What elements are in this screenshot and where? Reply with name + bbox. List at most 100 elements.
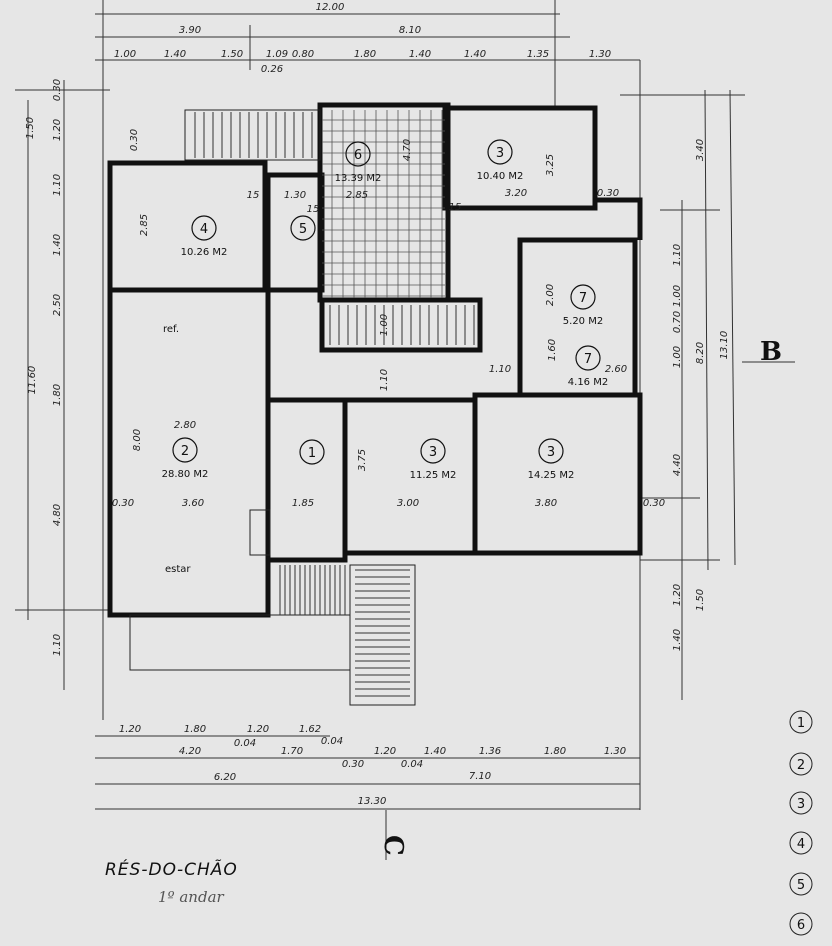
room-area: 14.25 M2 bbox=[528, 470, 575, 481]
dim-right: 0.70 bbox=[672, 311, 683, 333]
dim-interior: 1.30 bbox=[284, 190, 306, 201]
dim-left-outer: 1.50 bbox=[25, 117, 36, 139]
room-area: 11.25 M2 bbox=[410, 470, 457, 481]
dim-interior: 2.85 bbox=[346, 190, 368, 201]
dim-interior: 2.60 bbox=[605, 364, 627, 375]
dim-left: 2.50 bbox=[52, 294, 63, 316]
dim-left: 1.80 bbox=[52, 384, 63, 406]
legend-circle bbox=[789, 752, 813, 776]
dim-interior: 3.60 bbox=[182, 498, 204, 509]
legend-circle bbox=[789, 872, 813, 896]
room-2-1: 2 28.80 M2 bbox=[162, 437, 209, 480]
room-number: 1 bbox=[308, 446, 316, 461]
dim-bottom-small: 0.04 bbox=[234, 738, 256, 749]
section-marker-c: C bbox=[378, 835, 408, 856]
dim-interior: 0.30 bbox=[643, 498, 665, 509]
room-number-circle bbox=[191, 215, 217, 241]
dim-bottom-row2: 1.30 bbox=[604, 746, 626, 757]
dim-right-outer: 13.10 bbox=[719, 331, 730, 360]
room-area: 28.80 M2 bbox=[162, 469, 209, 480]
stair-treads bbox=[194, 112, 475, 697]
room-number: 2 bbox=[181, 444, 189, 459]
dim-interior: 15 bbox=[247, 190, 260, 201]
room-number: 7 bbox=[584, 352, 592, 367]
dim-top-row3: 0.80 bbox=[292, 49, 314, 60]
dim-interior: 8.00 bbox=[132, 429, 143, 451]
dim-bottom-row2: 1.40 bbox=[424, 746, 446, 757]
dim-interior: 3.80 bbox=[535, 498, 557, 509]
room-area: 4.16 M2 bbox=[568, 377, 608, 388]
dim-left-outer: 11.60 bbox=[27, 366, 38, 395]
dim-interior: 1.85 bbox=[292, 498, 314, 509]
dim-interior: 3.75 bbox=[357, 449, 368, 471]
dim-bottom-row2: 1.80 bbox=[544, 746, 566, 757]
dim-top-row3: 1.35 bbox=[527, 49, 549, 60]
room-number: 3 bbox=[496, 146, 504, 161]
dim-right-middle: 8.20 bbox=[695, 342, 706, 364]
dim-bottom-row2: 4.20 bbox=[179, 746, 201, 757]
legend-circle bbox=[789, 912, 813, 936]
dim-bottom-row2: 1.70 bbox=[281, 746, 303, 757]
dim-top-extra: 0.26 bbox=[261, 64, 283, 75]
room-area: 10.26 M2 bbox=[181, 247, 228, 258]
section-marker-b: B bbox=[760, 337, 782, 367]
legend-circle bbox=[789, 831, 813, 855]
dim-bottom-total: 13.30 bbox=[358, 796, 387, 807]
dim-left: 4.80 bbox=[52, 504, 63, 526]
legend-number: 4 bbox=[797, 837, 805, 852]
dim-bottom-row1: 1.20 bbox=[119, 724, 141, 735]
legend-number: 3 bbox=[797, 797, 805, 812]
dim-right: 1.40 bbox=[672, 629, 683, 651]
legend-circle bbox=[789, 710, 813, 734]
dim-interior: 2.00 bbox=[545, 284, 556, 306]
dim-interior: 15 bbox=[307, 204, 320, 215]
dim-interior: 2.85 bbox=[139, 214, 150, 236]
dim-bottom-row2: 1.20 bbox=[374, 746, 396, 757]
dim-left: 0.30 bbox=[52, 79, 63, 101]
legend-number: 2 bbox=[797, 758, 805, 773]
dim-bottom-small: 0.04 bbox=[401, 759, 423, 770]
dim-bottom-row1: 1.20 bbox=[247, 724, 269, 735]
dim-left: 1.40 bbox=[52, 234, 63, 256]
room-label-ref: ref. bbox=[163, 324, 179, 335]
dim-interior: 15 bbox=[449, 202, 462, 213]
dim-left: 1.10 bbox=[52, 174, 63, 196]
dim-top-row2: 8.10 bbox=[399, 25, 421, 36]
room-number-circle bbox=[345, 141, 371, 167]
dim-right-middle: 1.50 bbox=[695, 589, 706, 611]
room-3-4: 3 14.25 M2 bbox=[528, 438, 575, 481]
dim-interior: 0.30 bbox=[129, 129, 140, 151]
room-area: 13.39 M2 bbox=[335, 173, 382, 184]
room-number: 7 bbox=[579, 291, 587, 306]
dim-top-row3: 1.40 bbox=[409, 49, 431, 60]
dim-interior: 1.10 bbox=[489, 364, 511, 375]
dim-interior: 4.70 bbox=[402, 139, 413, 161]
dim-right: 1.00 bbox=[672, 285, 683, 307]
dim-top-row3: 1.80 bbox=[354, 49, 376, 60]
dim-right: 1.00 bbox=[672, 346, 683, 368]
dim-interior: 1.10 bbox=[379, 369, 390, 391]
dim-top-row3: 1.40 bbox=[464, 49, 486, 60]
room-7-8: 7 5.20 M2 bbox=[563, 284, 603, 327]
dim-bottom-row1: 1.80 bbox=[184, 724, 206, 735]
dim-top-row2: 3.90 bbox=[179, 25, 201, 36]
dim-left: 1.10 bbox=[52, 634, 63, 656]
room-3-2: 310.40 M2 bbox=[477, 139, 523, 182]
dim-interior: 3.20 bbox=[505, 188, 527, 199]
room-5-6: 5 bbox=[290, 215, 316, 241]
room-4-5: 4 10.26 M2 bbox=[181, 215, 228, 258]
room-number: 4 bbox=[200, 222, 208, 237]
plan-title: RÉS-DO-CHÃO bbox=[105, 858, 238, 880]
dim-right: 1.20 bbox=[672, 584, 683, 606]
room-area: 5.20 M2 bbox=[563, 316, 603, 327]
dim-interior: 1.60 bbox=[547, 339, 558, 361]
room-number-circle bbox=[575, 345, 601, 371]
dim-top-total: 12.00 bbox=[316, 2, 345, 13]
room-number: 3 bbox=[547, 445, 555, 460]
room-number-circle bbox=[172, 437, 198, 463]
room-1-0: 1 bbox=[299, 439, 325, 465]
